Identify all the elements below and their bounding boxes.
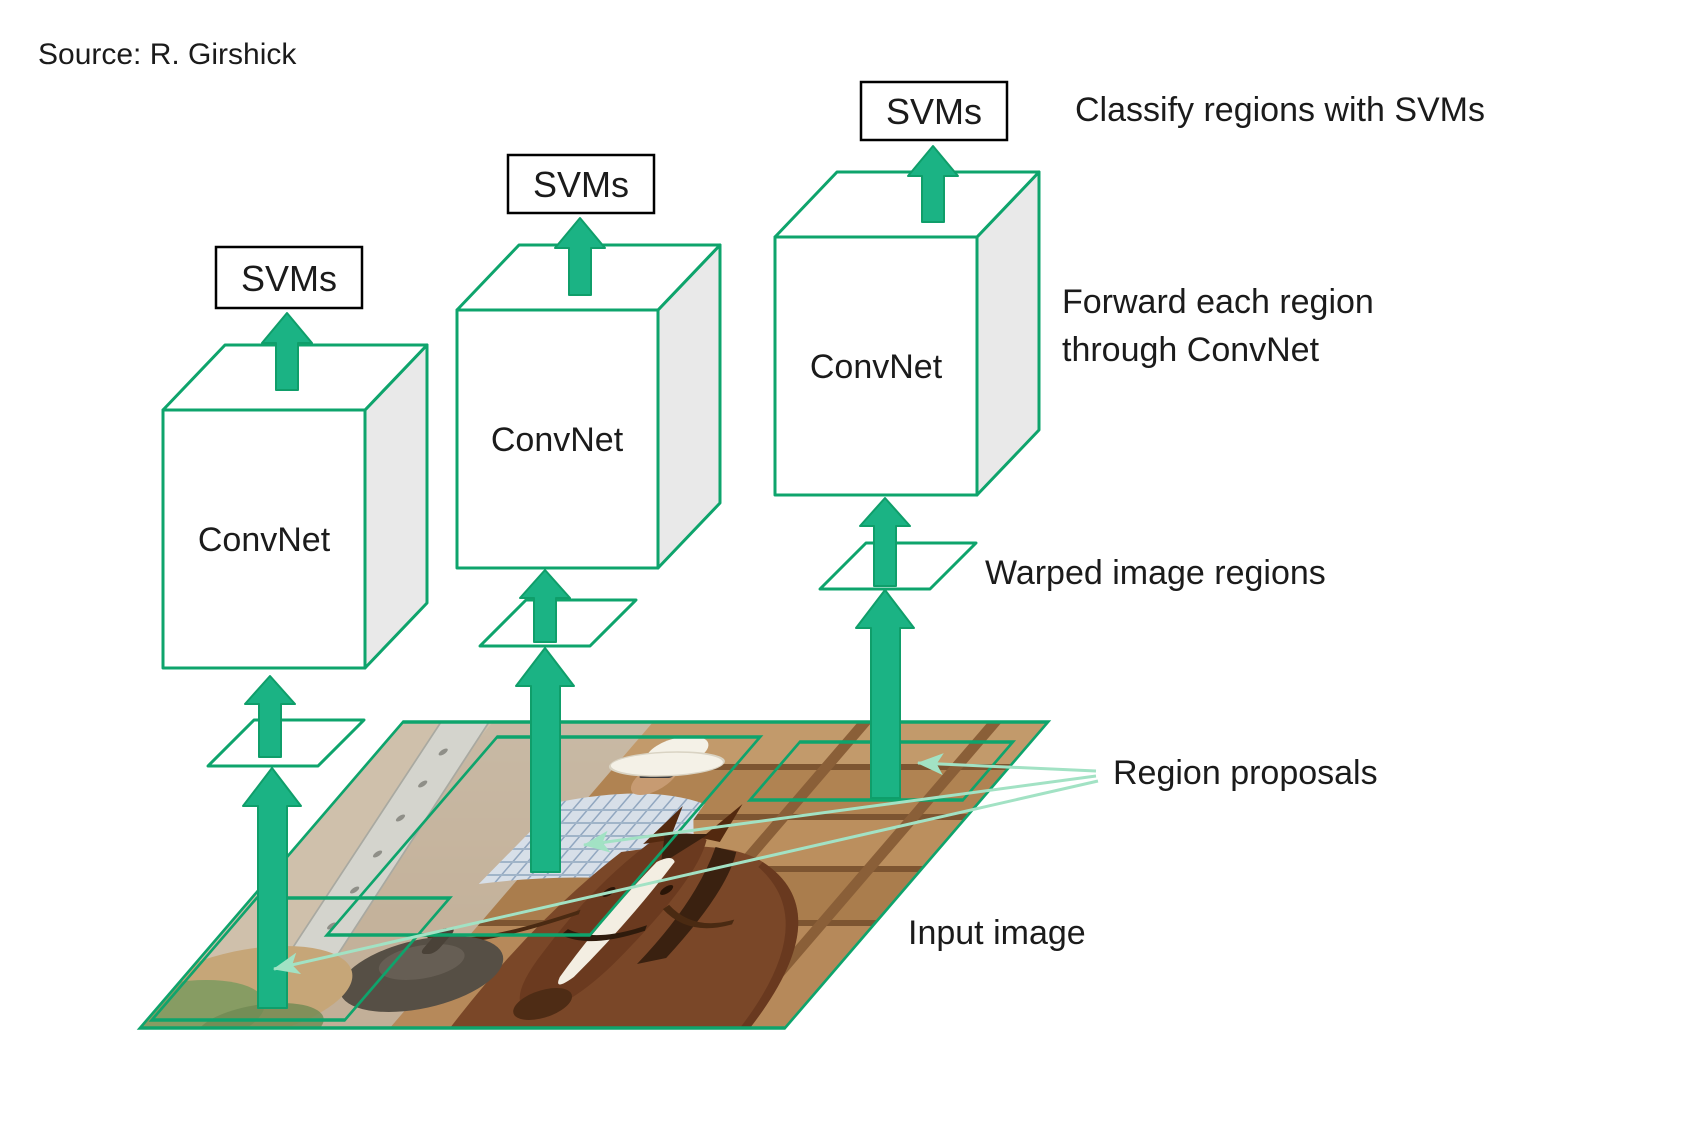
label-warped-regions: Warped image regions — [985, 554, 1326, 592]
label-input-image: Input image — [908, 914, 1086, 952]
svms-box-1: SVMs — [214, 245, 364, 310]
warped-region-1 — [206, 718, 366, 768]
svms-label-2: SVMs — [533, 164, 629, 205]
region-proposal-pointers — [272, 753, 1099, 975]
svms-label-1: SVMs — [241, 258, 337, 299]
pointer-arrow-right-region — [916, 753, 1097, 776]
arrow-warp-to-convnet-1 — [244, 675, 296, 758]
convnet-label-3: ConvNet — [810, 348, 943, 386]
convnet-label-2: ConvNet — [491, 421, 624, 459]
pointer-arrow-left-region — [272, 779, 1099, 975]
convnet-box-3: ConvNet — [773, 170, 1041, 497]
convnet-box-1: ConvNet — [161, 343, 429, 670]
convnet-label-1: ConvNet — [198, 521, 331, 559]
region-proposal-box-left — [148, 896, 453, 1022]
label-classify-regions: Classify regions with SVMs — [1075, 91, 1485, 129]
arrow-warp-to-convnet-3 — [859, 497, 911, 587]
svms-box-3: SVMs — [859, 80, 1009, 142]
arrow-image-to-warp-3 — [855, 589, 915, 799]
region-proposal-box-right — [746, 740, 1017, 802]
arrow-convnet-to-svms-3 — [907, 145, 959, 223]
arrow-image-to-warp-1 — [242, 767, 302, 1009]
svms-label-3: SVMs — [886, 91, 982, 132]
source-credit: Source: R. Girshick — [38, 38, 297, 71]
label-region-proposals: Region proposals — [1113, 754, 1378, 792]
warped-region-2 — [478, 598, 638, 648]
horse — [425, 804, 799, 1028]
pointer-arrow-person-region — [582, 774, 1097, 853]
region-proposal-box-person — [323, 735, 764, 937]
label-forward-region-line1: Forward each region — [1062, 283, 1374, 321]
arrow-warp-to-convnet-2 — [519, 569, 571, 643]
arrow-image-to-warp-2 — [515, 647, 575, 873]
arrow-convnet-to-svms-2 — [554, 217, 606, 296]
convnet-box-2: ConvNet — [455, 243, 722, 570]
arrow-convnet-to-svms-1 — [261, 312, 313, 391]
warped-region-3 — [818, 541, 978, 591]
label-forward-region-line2: through ConvNet — [1062, 331, 1320, 369]
svms-box-2: SVMs — [506, 153, 656, 215]
